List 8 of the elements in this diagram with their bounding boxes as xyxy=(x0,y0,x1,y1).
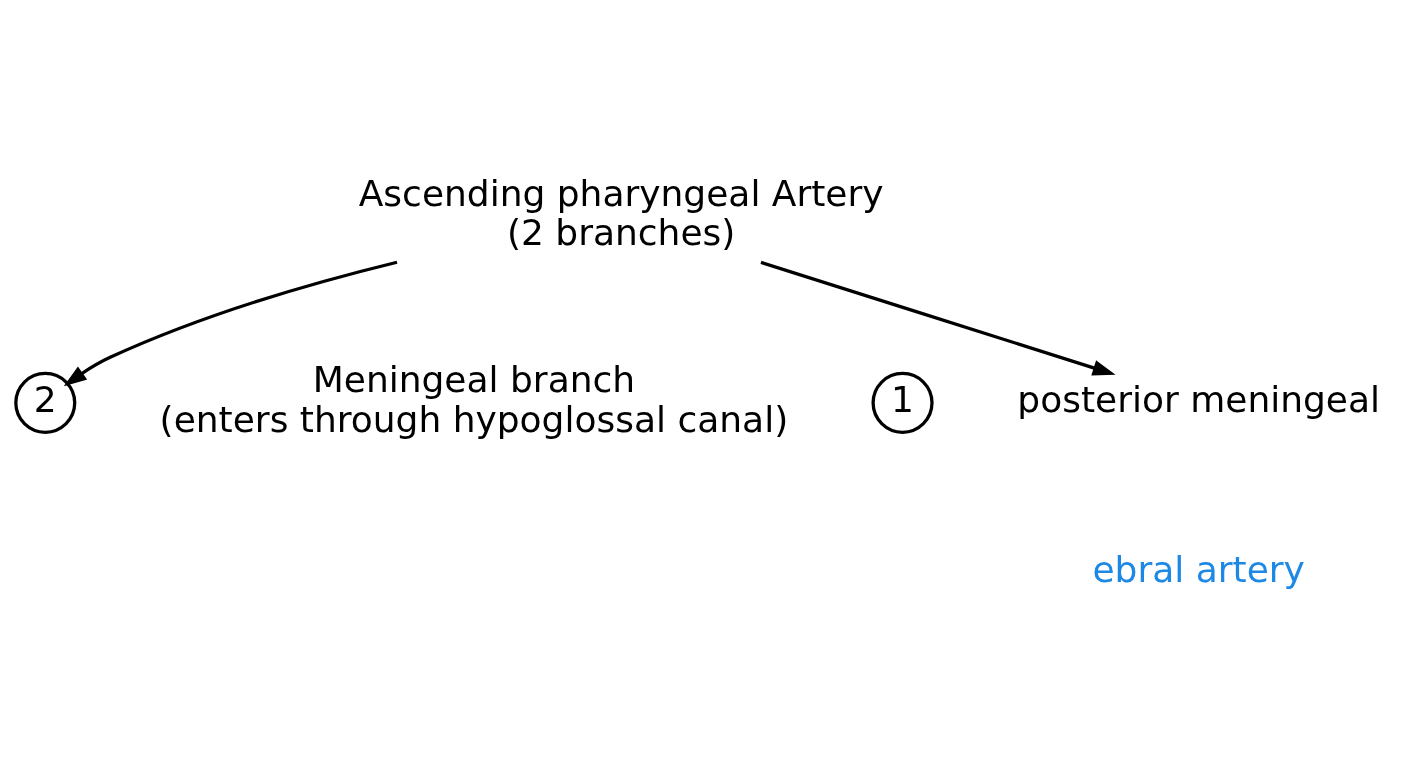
label: ebral artery xyxy=(1092,549,1305,591)
node-text: Ascending pharyngeal Artery (2 branches) xyxy=(358,172,884,254)
arrow xyxy=(63,260,398,387)
arrow xyxy=(760,260,1116,376)
node-text: posterior meningeal xyxy=(1017,379,1381,421)
node-circle: 1 xyxy=(871,371,934,434)
node-text: Meningeal branch (enters through hypoglossal canal) xyxy=(159,359,789,440)
node-circle: 2 xyxy=(14,371,77,434)
